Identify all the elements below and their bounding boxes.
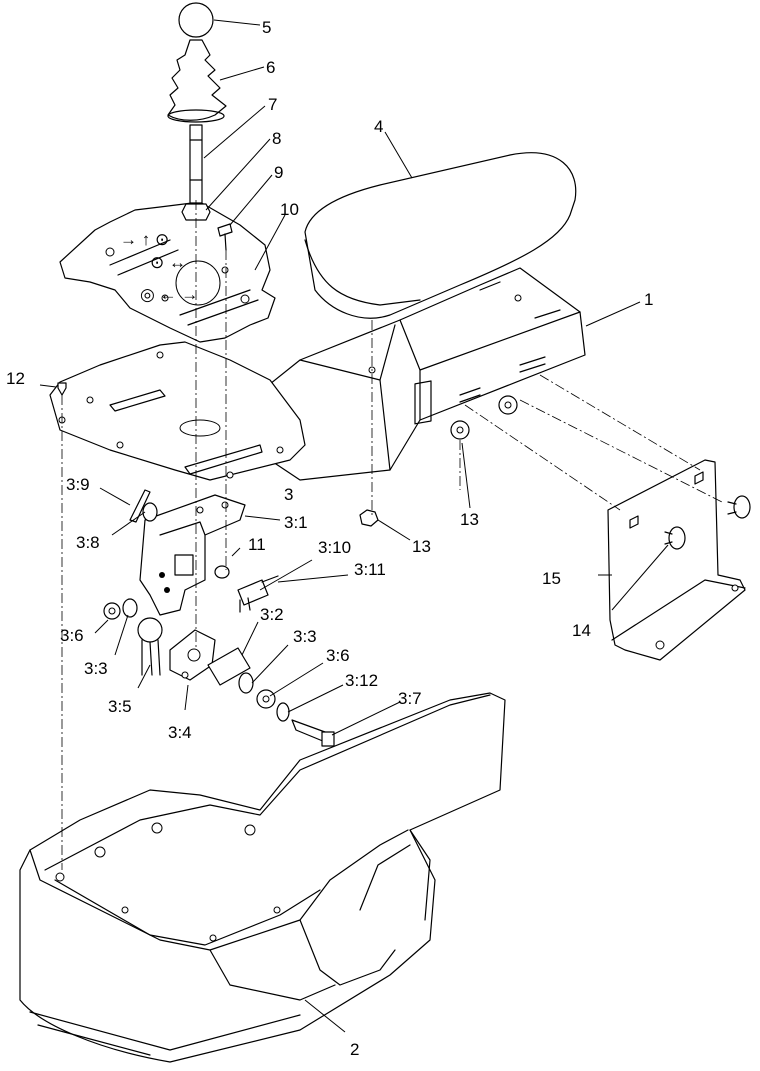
part-3-switch-bracket: [139, 494, 246, 616]
callout-15: 15: [542, 569, 561, 588]
callout-13-right: 13: [460, 510, 479, 529]
assembly-center-lines: [61, 200, 723, 870]
callout-3-7: 3:7: [398, 689, 422, 708]
callout-11: 11: [248, 535, 266, 554]
callout-labels: 5 6 7 8 9 10 4 1 12 13 13 15 14 3 3:1 3:…: [6, 18, 653, 1059]
callout-3-11: 3:11: [354, 560, 386, 579]
callout-2: 2: [350, 1040, 359, 1059]
callout-7: 7: [268, 95, 277, 114]
part-1-console-frame: [229, 267, 586, 481]
mounting-plate: [49, 341, 306, 481]
callout-6: 6: [266, 58, 275, 77]
callout-3-6-right: 3:6: [326, 646, 350, 665]
part-4-arm-cushion: [304, 152, 577, 319]
part-3-9-plate: [129, 489, 151, 523]
part-13-nut-right: [450, 395, 518, 440]
part-6-boot: [167, 39, 227, 123]
svg-text:◎ ← →: ◎ ← →: [140, 285, 198, 304]
part-3-4-pivot: [169, 629, 216, 681]
part-3-8-spacer: [142, 502, 158, 522]
callout-3-3-left: 3:3: [84, 659, 108, 678]
part-7-shaft: [189, 124, 203, 204]
part-5-knob: [178, 2, 214, 38]
part-3-3-bushing-right: [238, 672, 254, 694]
callout-3-9: 3:9: [66, 475, 90, 494]
part-10-control-plate: → ↑ ⊙ ⊙ ↔ ◎ ← →: [59, 201, 276, 343]
callout-1: 1: [644, 290, 653, 309]
callout-3-1: 3:1: [284, 513, 308, 532]
callout-10: 10: [280, 200, 299, 219]
part-3-6-washer-right: [256, 689, 276, 709]
part-15-mount-bracket: [607, 459, 746, 661]
callout-3-2: 3:2: [260, 605, 284, 624]
svg-text:→ ↑ ⊙: → ↑ ⊙: [120, 230, 169, 249]
callout-14: 14: [572, 621, 591, 640]
callout-3-8: 3:8: [76, 533, 100, 552]
part-14-stud: [664, 495, 751, 550]
callout-3-10: 3:10: [318, 538, 351, 557]
part-2-lower-housing: [19, 692, 506, 1063]
part-13-nut-left: [359, 509, 379, 527]
part-12-screw: [57, 382, 67, 396]
part-3-2-tube: [207, 647, 251, 686]
callout-5: 5: [262, 18, 271, 37]
callout-9: 9: [274, 163, 283, 182]
callout-3-4: 3:4: [168, 723, 192, 742]
callout-12: 12: [6, 369, 25, 388]
part-3-10-microswitch: [237, 575, 279, 613]
svg-text:⊙ ↔: ⊙ ↔: [150, 253, 186, 272]
callout-3-12: 3:12: [345, 671, 378, 690]
callout-4: 4: [374, 117, 383, 136]
part-3-6-washer-left: [103, 602, 121, 620]
part-3-5-spring: [137, 617, 163, 676]
part-3-7-bolt: [291, 719, 335, 747]
leader-lines: [39, 19, 669, 1033]
callout-13-center: 13: [412, 537, 431, 556]
callout-3-5: 3:5: [108, 697, 132, 716]
part-9-bolt: [217, 223, 233, 251]
part-3-3-bushing-left: [122, 598, 138, 618]
callout-3-3-right: 3:3: [293, 627, 317, 646]
part-3-12-washer: [276, 702, 290, 722]
part-8-nut: [181, 203, 211, 221]
part-11-nut: [214, 565, 230, 579]
callout-8: 8: [272, 129, 281, 148]
callout-3-6-left: 3:6: [60, 626, 84, 645]
callout-3: 3: [284, 485, 293, 504]
